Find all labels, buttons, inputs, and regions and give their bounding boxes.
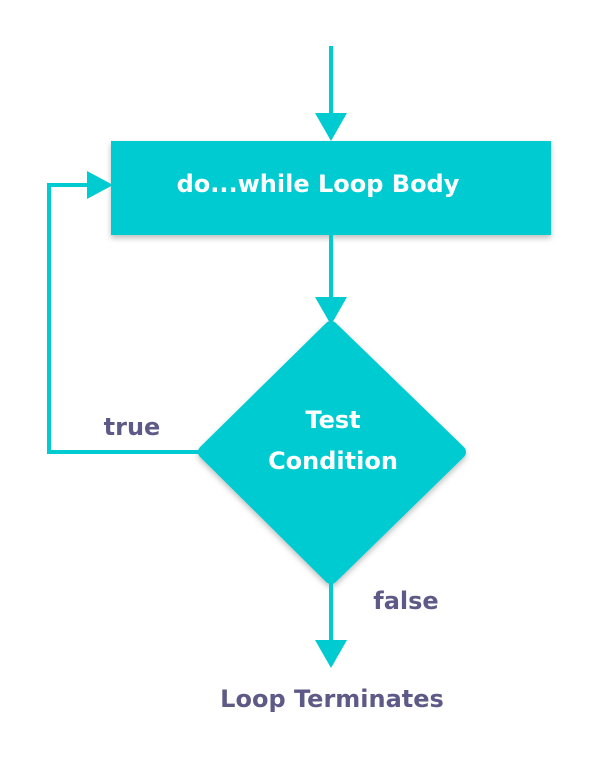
- true-label: true: [104, 413, 161, 441]
- condition-label-line2: Condition: [268, 447, 398, 475]
- loop-body-label: do...while Loop Body: [177, 170, 460, 198]
- true-loop-connector: [47, 171, 205, 454]
- loop-body-node: do...while Loop Body: [111, 141, 551, 235]
- body-to-condition-arrow: [315, 235, 347, 325]
- false-label: false: [373, 587, 438, 615]
- false-exit-arrow: [315, 577, 347, 668]
- entry-arrow: [315, 46, 347, 141]
- loop-terminates-label: Loop Terminates: [220, 685, 444, 713]
- test-condition-node: Test Condition: [198, 321, 466, 584]
- condition-label-line1: Test: [305, 406, 360, 434]
